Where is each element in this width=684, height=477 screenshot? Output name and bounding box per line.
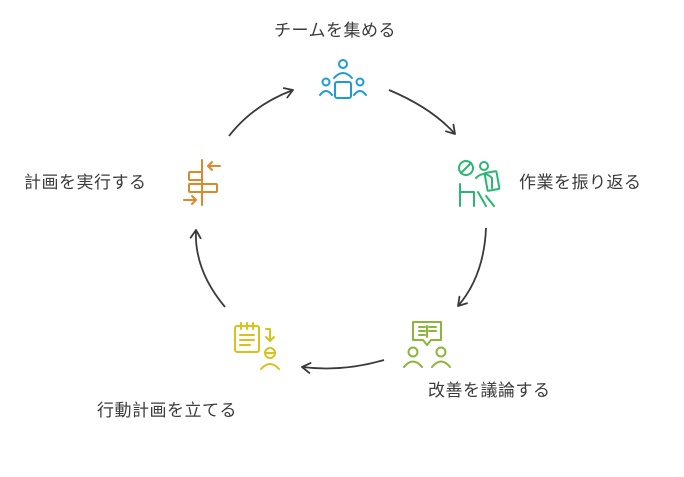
arrow-plan-to-execute <box>189 229 226 308</box>
arrow-team-to-review <box>388 89 456 135</box>
action-plan-icon <box>234 322 280 370</box>
step-label-gather-team: チームを集める <box>274 21 396 41</box>
discussion-icon <box>403 321 451 368</box>
step-label-discuss-improvements: 改善を議論する <box>428 381 551 401</box>
review-work-icon <box>458 160 501 207</box>
step-label-make-action-plan: 行動計画を立てる <box>97 401 237 421</box>
team-meeting-icon <box>319 59 367 99</box>
arrow-discuss-to-plan <box>301 359 385 374</box>
step-label-execute-plan: 計画を実行する <box>24 173 147 193</box>
step-label-review-work: 作業を振り返る <box>519 173 642 193</box>
arrow-review-to-discuss <box>457 227 487 307</box>
arrow-execute-to-team <box>228 87 294 137</box>
execute-plan-icon <box>183 159 221 206</box>
